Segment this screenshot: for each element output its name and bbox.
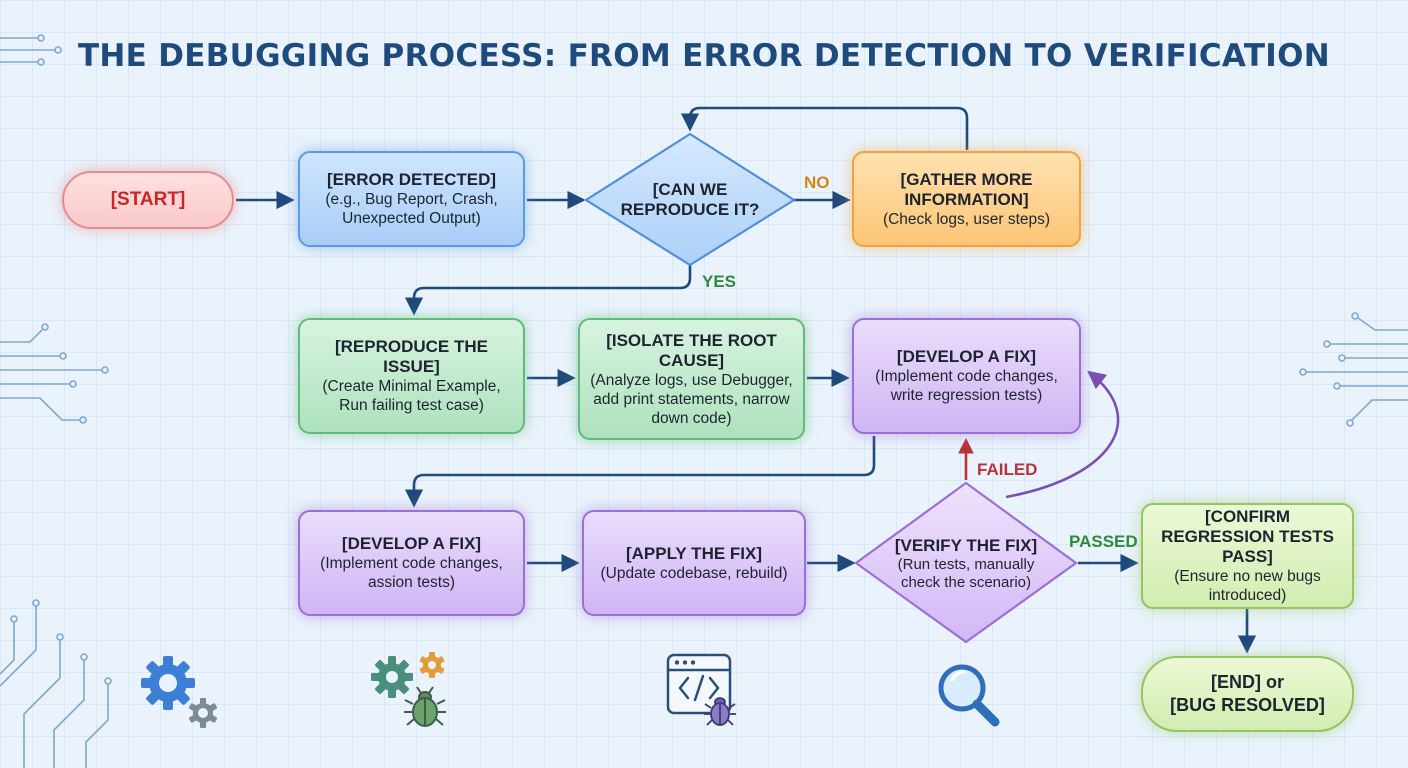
node-end-title: [END] or (1211, 672, 1284, 692)
gears-icon (141, 656, 218, 728)
code-window-bug-icon (666, 653, 736, 726)
node-develop-fix-bottom-title: [DEVELOP A FIX] (341, 534, 482, 553)
edge-label-passed: PASSED (1069, 532, 1138, 551)
node-confirm-tests-desc: (Ensure no new bugs introduced) (1174, 568, 1321, 604)
node-apply-fix: [APPLY THE FIX] (Update codebase, rebuil… (582, 510, 806, 616)
node-apply-fix-desc: (Update codebase, rebuild) (600, 564, 788, 582)
node-isolate-cause-desc: (Analyze logs, use Debugger, add print s… (590, 371, 793, 427)
node-confirm-tests-title: [CONFIRM REGRESSION TESTS PASS] (1161, 507, 1334, 566)
node-end-title-2: [BUG RESOLVED] (1170, 695, 1325, 715)
arrow-gather-loop-back (680, 106, 969, 150)
edge-label-yes: YES (702, 272, 737, 291)
node-gather-info-title: [GATHER MORE INFORMATION] (900, 169, 1033, 209)
decision-diamond-reproduce (583, 132, 797, 267)
node-error-detected-desc: (e.g., Bug Report, Crash, Unexpected Out… (325, 191, 498, 227)
connectors (236, 106, 1257, 654)
node-reproduce-issue: [REPRODUCE THE ISSUE] (Create Minimal Ex… (298, 318, 525, 434)
node-gather-info: [GATHER MORE INFORMATION] (Check logs, u… (852, 151, 1081, 247)
circuit-decoration-left-top (0, 34, 62, 66)
circuit-decoration-right (1299, 312, 1408, 427)
decision-verify-title: [VERIFY THE FIX] (894, 536, 1038, 555)
edge-label-failed: FAILED (977, 460, 1038, 479)
node-error-detected: [ERROR DETECTED] (e.g., Bug Report, Cras… (298, 151, 525, 247)
edge-label-no: NO (804, 173, 830, 192)
node-error-detected-title: [ERROR DETECTED] (326, 170, 497, 189)
node-isolate-cause: [ISOLATE THE ROOT CAUSE] (Analyze logs, … (578, 318, 805, 440)
node-start: [START] (62, 171, 234, 229)
node-develop-fix-top-title: [DEVELOP A FIX] (896, 347, 1037, 366)
node-develop-fix-top-desc: (Implement code changes, write regressio… (875, 368, 1058, 404)
node-apply-fix-title: [APPLY THE FIX] (625, 543, 763, 563)
node-develop-fix-top: [DEVELOP A FIX] (Implement code changes,… (852, 318, 1081, 434)
node-reproduce-issue-desc: (Create Minimal Example, Run failing tes… (322, 378, 501, 414)
node-reproduce-issue-title: [REPRODUCE THE ISSUE] (334, 337, 488, 376)
decision-diamond-verify (854, 481, 1078, 644)
arrow-failed-loop (1005, 370, 1120, 499)
magnifier-icon (938, 664, 1000, 727)
decision-reproduce-label: [CAN WE REPRODUCE IT? (612, 170, 768, 230)
page-title: THE DEBUGGING PROCESS: FROM ERROR DETECT… (77, 38, 1330, 74)
circuit-decoration-bottom-left (0, 599, 112, 768)
decision-reproduce-text: [CAN WE REPRODUCE IT? (620, 180, 760, 219)
node-develop-fix-bottom-desc: (Implement code changes, assion tests) (320, 555, 503, 591)
arrow-yes-to-reproduce (404, 265, 692, 316)
gears-bug-icon (371, 652, 446, 727)
node-develop-fix-bottom: [DEVELOP A FIX] (Implement code changes,… (298, 510, 525, 616)
node-end: [END] or [BUG RESOLVED] (1141, 656, 1354, 732)
decision-verify-label: [VERIFY THE FIX] (Run tests, manually ch… (886, 528, 1046, 600)
circuit-decoration-left-mid (0, 323, 109, 424)
node-start-label: [START] (110, 189, 186, 210)
node-confirm-tests: [CONFIRM REGRESSION TESTS PASS] (Ensure … (1141, 503, 1354, 609)
decision-verify-desc: (Run tests, manually check the scenario) (897, 556, 1035, 591)
arrow-develop-to-develop (404, 436, 876, 508)
node-isolate-cause-title: [ISOLATE THE ROOT CAUSE] (606, 330, 777, 370)
node-gather-info-desc: (Check logs, user steps) (882, 210, 1051, 228)
